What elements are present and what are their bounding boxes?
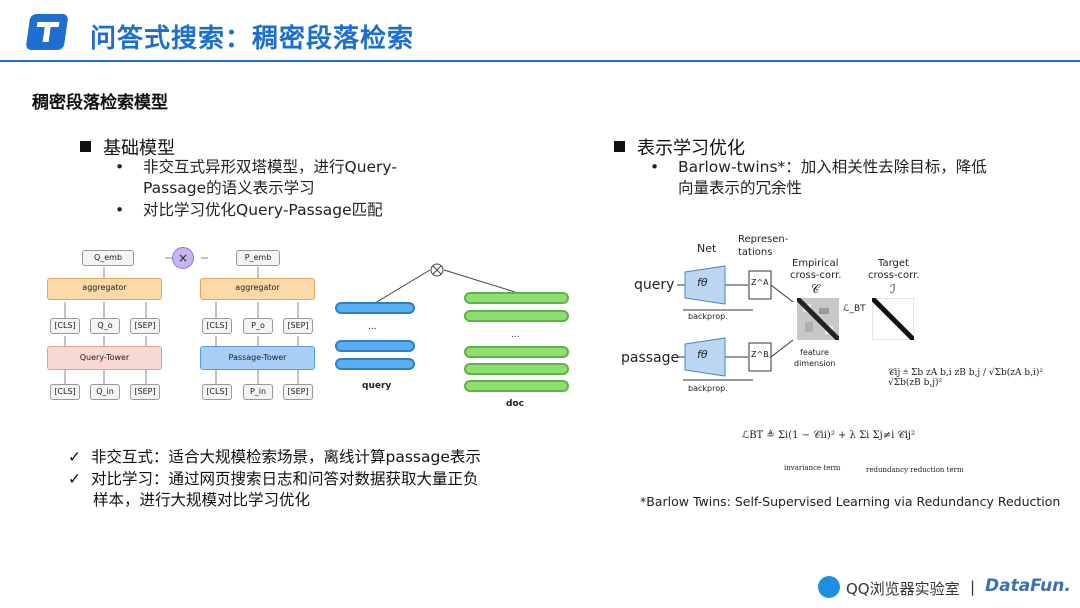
- passage-cls-in: [CLS]: [202, 384, 232, 400]
- f-theta-b: fθ: [697, 348, 708, 361]
- loss-formula: ℒBT ≜ Σi(1 − 𝒞ii)² + λ Σi Σj≠i 𝒞ij²: [742, 430, 916, 441]
- query-cls-out: [CLS]: [50, 318, 80, 334]
- check-icon: ✓: [68, 470, 81, 488]
- tower-connector-lines: [64, 257, 299, 384]
- left-bullet-2: •对比学习优化Query-Passage匹配: [115, 201, 383, 219]
- brand-name: QQ浏览器实验室: [846, 580, 960, 598]
- left-heading-text: 基础模型: [103, 138, 175, 159]
- left-bullet-1-cont: Passage的语义表示学习: [143, 179, 315, 197]
- doc-vector-pill: [464, 310, 569, 322]
- check-item-2: ✓对比学习：通过网页搜索日志和问答对数据获取大量正负: [68, 470, 479, 488]
- query-label: query: [362, 381, 392, 391]
- empirical-label: Empirical: [792, 258, 839, 269]
- net-label: Net: [697, 242, 717, 255]
- empirical-matrix: [797, 298, 839, 340]
- passage-tower-box: Passage-Tower: [200, 346, 315, 370]
- right-heading-text: 表示学习优化: [637, 138, 745, 159]
- multiply-icon: ×: [172, 247, 194, 269]
- target-cross-label: cross-corr.: [868, 270, 920, 281]
- left-bullet-1: •非交互式异形双塔模型，进行Query-: [115, 158, 397, 176]
- query-vector-pill: [335, 358, 415, 370]
- passage-p-in: P_in: [243, 384, 273, 400]
- target-label: Target: [878, 258, 909, 269]
- datafun-logo: DataFun.: [985, 576, 1071, 596]
- query-q-o: Q_o: [90, 318, 120, 334]
- footnote: *Barlow Twins: Self-Supervised Learning …: [640, 494, 1061, 509]
- doc-vector-pill: [464, 292, 569, 304]
- p-emb-box: P_emb: [236, 250, 280, 266]
- right-heading: 表示学习优化: [614, 134, 745, 160]
- square-bullet-icon: [614, 141, 625, 152]
- passage-sep-in: [SEP]: [283, 384, 313, 400]
- logo: [25, 14, 69, 50]
- doc-ellipsis: ...: [511, 330, 520, 340]
- qq-browser-logo-icon: [818, 576, 840, 598]
- square-bullet-icon: [80, 141, 91, 152]
- passage-aggregator-box: aggregator: [200, 278, 315, 300]
- query-sep-out: [SEP]: [130, 318, 160, 334]
- doc-label: doc: [506, 399, 524, 409]
- redundancy-term-label: redundancy reduction term: [866, 466, 964, 474]
- query-sep-in: [SEP]: [130, 384, 160, 400]
- doc-vector-pill: [464, 363, 569, 375]
- barlow-arrows: [677, 265, 794, 381]
- empirical-cross-label: cross-corr.: [790, 270, 842, 281]
- target-identity-matrix: [872, 298, 914, 340]
- check-icon: ✓: [68, 448, 81, 466]
- passage-input-label: passage: [621, 350, 680, 366]
- representations-label-2: tations: [738, 247, 773, 258]
- left-heading: 基础模型: [80, 134, 175, 160]
- query-tower-box: Query-Tower: [47, 346, 162, 370]
- invariance-term-label: invariance term: [784, 464, 841, 472]
- representations-label: Represen-: [738, 234, 789, 245]
- query-cls-in: [CLS]: [50, 384, 80, 400]
- query-ellipsis: ...: [368, 322, 377, 332]
- similarity-lines: [374, 263, 516, 304]
- cij-formula: 𝒞ij ≜ Σb zA b,i zB b,j / √Σb(zA b,i)² √Σ…: [888, 368, 1043, 388]
- passage-p-o: P_o: [243, 318, 273, 334]
- f-theta-a: fθ: [697, 276, 708, 289]
- footer-separator: |: [970, 578, 976, 596]
- za-label: Z^A: [751, 278, 769, 287]
- section-subtitle: 稠密段落检索模型: [32, 93, 168, 113]
- t-logo-icon: [36, 22, 60, 42]
- q-emb-box: Q_emb: [82, 250, 134, 266]
- check-item-2-cont: 样本，进行大规模对比学习优化: [93, 491, 311, 509]
- feature-label: feature: [800, 348, 829, 357]
- right-bullet-1-cont: 向量表示的冗余性: [678, 179, 803, 197]
- c-symbol: 𝒞: [811, 282, 820, 296]
- i-symbol: ℐ: [890, 282, 896, 296]
- query-aggregator-box: aggregator: [47, 278, 162, 300]
- title-divider: [0, 60, 1080, 62]
- right-bullet-1: •Barlow-twins*：加入相关性去除目标，降低: [650, 158, 987, 176]
- query-input-label: query: [634, 277, 675, 293]
- query-vector-pill: [335, 302, 415, 314]
- dimension-label: dimension: [794, 359, 836, 368]
- backprop-label-a: backprop.: [688, 312, 728, 321]
- page-title: 问答式搜索：稠密段落检索: [90, 24, 415, 54]
- query-vector-pill: [335, 340, 415, 352]
- query-q-in: Q_in: [90, 384, 120, 400]
- passage-sep-out: [SEP]: [283, 318, 313, 334]
- doc-vector-pill: [464, 346, 569, 358]
- passage-cls-out: [CLS]: [202, 318, 232, 334]
- zb-label: Z^B: [751, 350, 769, 359]
- loss-lbt-label: ℒ_BT: [843, 304, 866, 314]
- backprop-label-b: backprop.: [688, 384, 728, 393]
- doc-vector-pill: [464, 380, 569, 392]
- check-item-1: ✓非交互式：适合大规模检索场景，离线计算passage表示: [68, 448, 481, 466]
